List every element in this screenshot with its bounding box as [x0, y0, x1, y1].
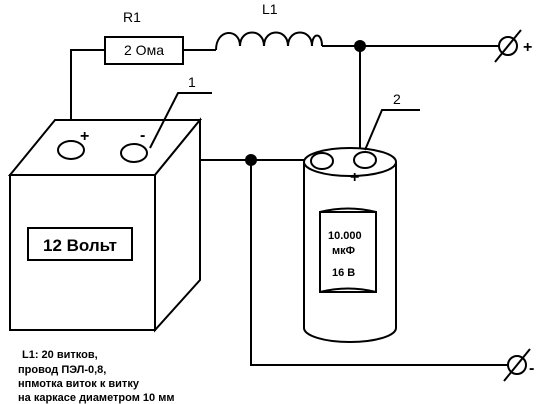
inductor-l1: L1	[215, 1, 323, 51]
capacitor-callout-number: 2	[393, 91, 401, 107]
winding-note: L1: 20 витков, провод ПЭЛ-0,8, нпмотка в…	[18, 349, 175, 404]
terminal-bottom-sign: -	[529, 360, 534, 377]
note-line-2: провод ПЭЛ-0,8,	[18, 364, 106, 376]
terminal-bottom	[503, 348, 531, 382]
battery-minus-terminal	[120, 143, 148, 163]
battery-callout-leader	[149, 92, 212, 149]
capacitor	[303, 147, 397, 343]
note-line-4: на каркасе диаметром 10 мм	[18, 392, 175, 404]
battery-label: 12 Вольт	[43, 236, 117, 255]
note-line-3: нпмотка виток к витку	[18, 378, 140, 390]
capacitor-voltage: 16 В	[332, 267, 355, 279]
battery-minus-sign: -	[140, 127, 145, 144]
resistor-designator: R1	[123, 9, 141, 25]
capacitor-plus-terminal	[353, 151, 377, 169]
terminal-top-sign: +	[523, 39, 532, 56]
junction-dot-bottom	[245, 154, 257, 166]
terminal-top	[494, 29, 522, 63]
battery-plus-sign: +	[80, 128, 89, 145]
inductor-designator: L1	[262, 1, 278, 17]
capacitor-minus-terminal	[310, 152, 334, 170]
battery-plus-terminal	[57, 140, 85, 160]
wire-junction-to-bottom-terminal	[250, 160, 508, 366]
battery-label-box	[27, 227, 133, 261]
resistor-body	[104, 36, 184, 65]
battery	[7, 117, 203, 333]
capacitor-value: 10.000	[328, 230, 362, 242]
capacitor-label-band-curve-bottom	[319, 287, 377, 293]
capacitor-callout-leader	[364, 109, 420, 151]
capacitor-unit: мкФ	[332, 245, 355, 257]
inductor-coil	[215, 31, 323, 51]
terminal-bottom-slash	[503, 348, 531, 382]
capacitor-label-band-curve-top	[319, 207, 377, 213]
junction-dot-top	[354, 40, 366, 52]
capacitor-plus-sign: +	[350, 169, 359, 186]
wire-battery-plus-to-r1	[70, 49, 105, 140]
resistor-r1: 2 Ома R1	[104, 9, 184, 65]
note-line-1: L1: 20 витков,	[22, 349, 98, 361]
terminal-top-slash	[494, 29, 522, 63]
resistor-value: 2 Ома	[124, 42, 164, 58]
battery-callout-number: 1	[188, 74, 196, 90]
battery-side-face	[154, 117, 201, 333]
